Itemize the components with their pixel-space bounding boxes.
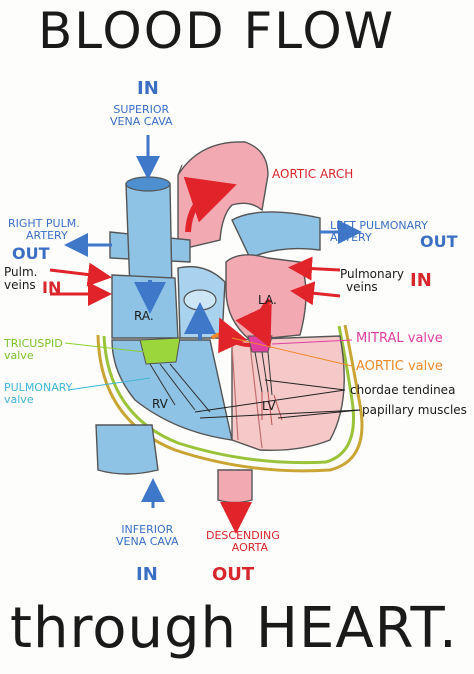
label-in-right: IN [410, 270, 432, 291]
label-aortic-valve: AORTIC valve [356, 359, 443, 374]
leader-lines [64, 337, 361, 419]
pulm-vein-arrow-right-1 [288, 256, 341, 281]
mitral-valve-shape [247, 335, 273, 353]
svc-opening [125, 176, 171, 192]
label-out-left: OUT [12, 244, 50, 263]
aortic-arch-arrow [183, 176, 237, 233]
left-ventricle [231, 335, 345, 451]
label-ra: RA. [134, 309, 154, 323]
page-title: BLOOD FLOW [38, 2, 396, 60]
label-pulm-veins-left: Pulm.veins [4, 265, 38, 292]
lv-to-aorta-arrow [218, 317, 251, 354]
label-right-pulm-artery: RIGHT PULM.ARTERY [8, 217, 80, 242]
heart-outline-green [102, 325, 356, 465]
left-pulmonary-artery-vessel [231, 211, 321, 259]
label-rv: RV [152, 397, 168, 411]
label-in-top: IN [137, 78, 159, 99]
pulm-vein-arrow-left-1 [49, 262, 112, 287]
tricuspid-valve-shape [139, 337, 181, 365]
pulmonary-valve-ring [183, 289, 217, 311]
label-out-right: OUT [420, 232, 458, 251]
inferior-vena-cava-vessel [95, 424, 159, 475]
pulm-vein-arrow-right-2 [290, 281, 341, 306]
label-in-bottom: IN [136, 564, 158, 585]
label-out-bottom: OUT [212, 564, 255, 585]
right-ventricle [111, 339, 233, 441]
label-mitral-valve: MITRAL valve [356, 331, 443, 346]
right-atrium [111, 274, 179, 339]
label-la: LA. [258, 293, 277, 307]
heart-outline-outer [96, 324, 364, 473]
label-aortic-arch: AORTIC ARCH [272, 167, 354, 181]
aortic-arch-branch [177, 164, 183, 176]
superior-vena-cava-vessel [125, 183, 173, 291]
descending-aorta-vessel [217, 469, 253, 504]
page-subtitle: through HEART. [10, 596, 458, 661]
la-to-lv-arrow [235, 298, 272, 349]
septum [231, 344, 263, 449]
label-in-left: IN [42, 278, 62, 297]
label-lv: LV [262, 399, 276, 413]
label-papillary-muscles: papillary muscles [362, 403, 467, 417]
chordae-strokes [149, 351, 273, 413]
label-chordae-tendineae: chordae tendinea [350, 383, 456, 397]
aortic-valve-shape [210, 332, 237, 340]
